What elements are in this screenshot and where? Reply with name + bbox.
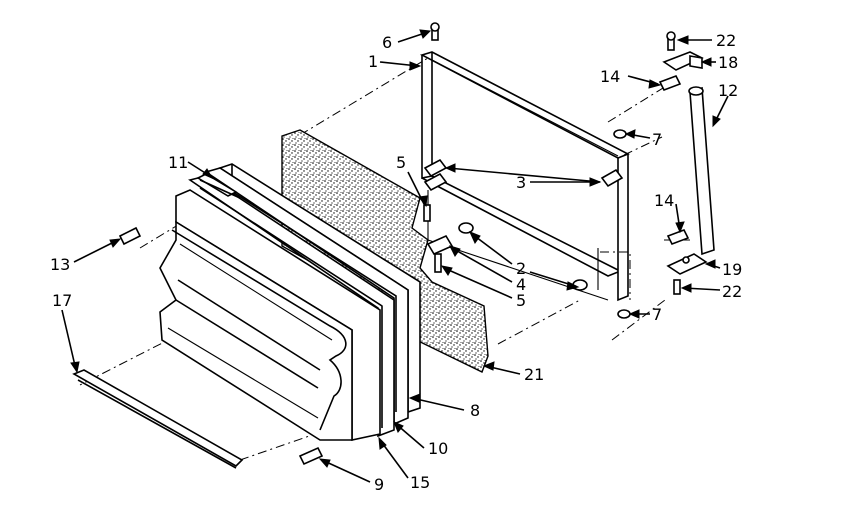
callout-8: 8 — [470, 401, 480, 420]
callout-19: 19 — [722, 260, 742, 279]
shim-14-bottom-icon — [666, 228, 690, 246]
callout-15: 15 — [410, 473, 430, 492]
bottom-rail-17 — [72, 369, 244, 469]
trim-strip-11 — [196, 173, 241, 199]
callout-1: 1 — [368, 52, 378, 71]
callout-14-top: 14 — [600, 67, 620, 86]
screw-5-icon — [423, 204, 431, 222]
callout-14-bottom: 14 — [654, 191, 674, 210]
bracket-3-right-icon — [600, 168, 624, 188]
screw-22-bottom-icon — [673, 279, 681, 295]
callout-2: 2 — [516, 259, 526, 278]
callout-13: 13 — [50, 255, 70, 274]
handle-bar-12 — [688, 86, 715, 256]
callout-4: 4 — [516, 275, 526, 294]
screw-9-icon — [298, 446, 324, 466]
washer-7-top-icon — [613, 129, 627, 139]
callout-7-top: 7 — [652, 130, 662, 149]
callout-22-bottom: 22 — [722, 282, 742, 301]
callout-5-top: 5 — [396, 153, 406, 172]
callout-labels: 6 1 3 5 2 4 5 7 7 22 18 14 12 14 19 22 1… — [50, 31, 742, 494]
callout-21: 21 — [524, 365, 544, 384]
callout-11: 11 — [168, 153, 188, 172]
leader-lines — [61, 29, 729, 483]
shim-14-top-icon — [658, 74, 682, 92]
callout-22-top: 22 — [716, 31, 736, 50]
callout-5-bottom: 5 — [516, 291, 526, 310]
callout-9: 9 — [374, 475, 384, 494]
callout-17: 17 — [52, 291, 72, 310]
callout-12: 12 — [718, 81, 738, 100]
stop-2-left-icon — [458, 222, 474, 234]
callout-7-bottom: 7 — [652, 305, 662, 324]
callout-3: 3 — [516, 173, 526, 192]
fasteners — [118, 22, 708, 466]
callout-10: 10 — [428, 439, 448, 458]
bracket-4-icon — [426, 234, 454, 256]
callout-18: 18 — [718, 53, 738, 72]
screw-5b-icon — [434, 253, 442, 273]
screw-13-icon — [118, 226, 142, 246]
callout-6: 6 — [382, 33, 392, 52]
washer-7-bottom-icon — [617, 309, 631, 319]
bracket-3-left-icon — [423, 158, 448, 178]
door-panel — [159, 189, 381, 441]
